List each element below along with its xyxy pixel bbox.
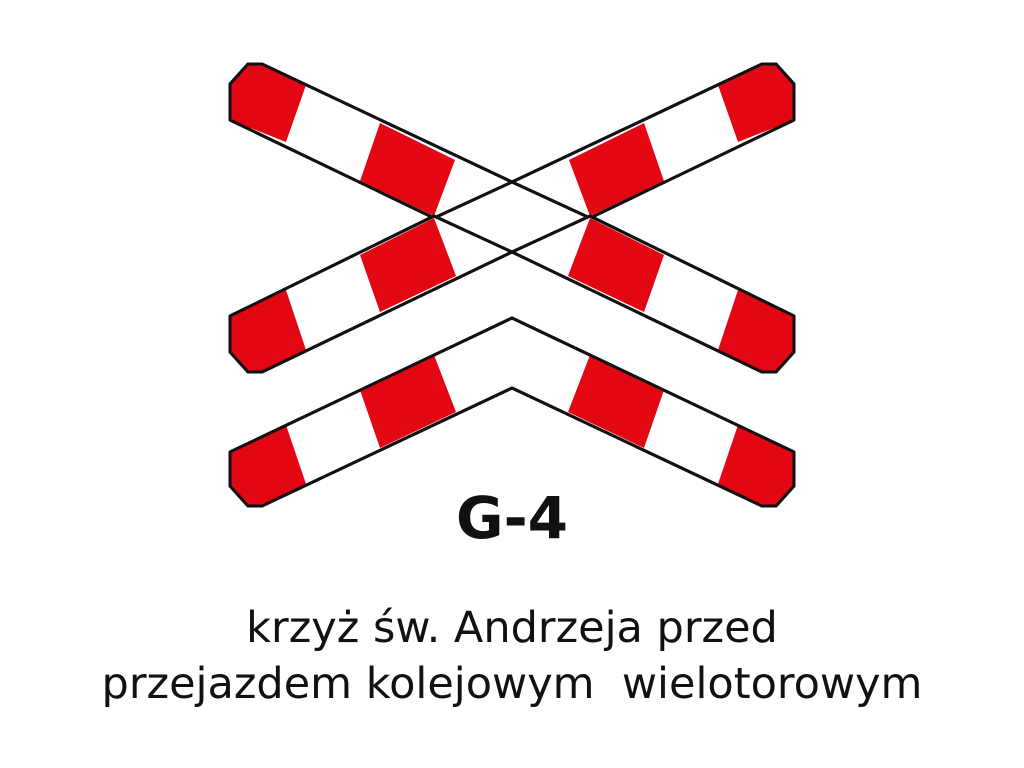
st-andrews-cross-sign — [228, 62, 796, 508]
chevron-additional-track — [228, 316, 796, 508]
sign-caption-line1: krzyż św. Andrzeja przed — [246, 603, 778, 653]
sign-code: G-4 — [455, 484, 569, 552]
cross-arm-upper-left — [228, 62, 514, 220]
cross-arm-upper-right — [510, 62, 796, 220]
cross-arm-lower-left — [228, 214, 514, 374]
sign-caption-line2: przejazdem kolejowym wielotorowym — [101, 659, 923, 709]
cross-arm-lower-right — [510, 214, 796, 374]
